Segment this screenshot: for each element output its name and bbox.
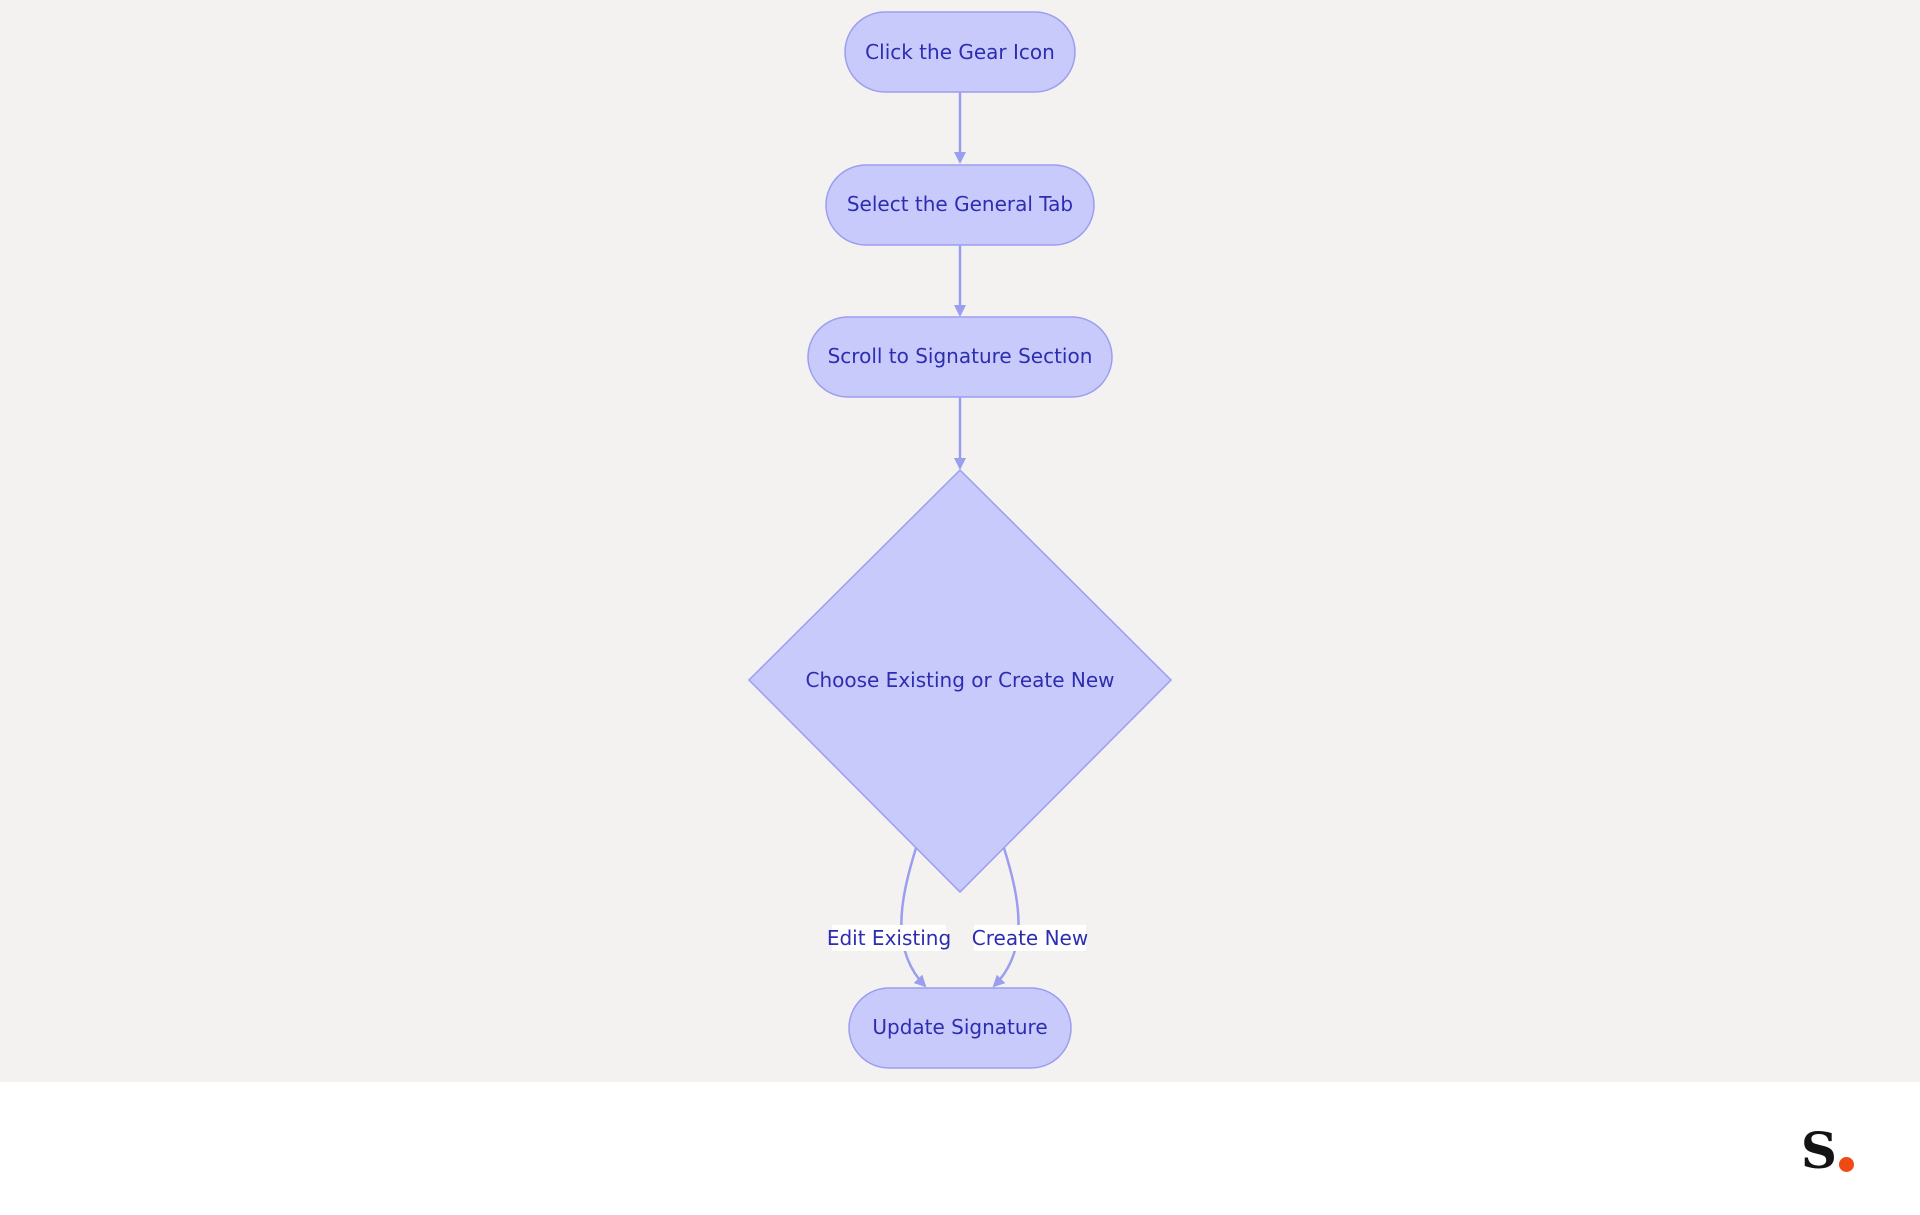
- edge-create-new: [992, 847, 1020, 988]
- edge-label-text: Edit Existing: [827, 926, 951, 950]
- edge-label-create-new: Create New: [972, 925, 1088, 951]
- node-update-signature: Update Signature: [848, 987, 1072, 1069]
- node-select-general-tab: Select the General Tab: [825, 164, 1095, 246]
- logo-dot-icon: [1839, 1157, 1854, 1172]
- diagram-canvas: Click the Gear Icon Select the General T…: [0, 0, 1920, 1082]
- decision-choose-existing-or-create-new: Choose Existing or Create New: [747, 468, 1173, 894]
- node-label: Update Signature: [872, 1015, 1047, 1039]
- brand-logo: S: [1801, 1126, 1854, 1176]
- edge-edit-existing: [900, 847, 927, 988]
- footer: [0, 1082, 1920, 1215]
- edge-label-text: Create New: [972, 926, 1088, 950]
- flowchart: Click the Gear Icon Select the General T…: [747, 11, 1173, 1069]
- logo-letter: S: [1800, 1121, 1837, 1180]
- decision-label: Choose Existing or Create New: [805, 668, 1114, 692]
- edge-label-edit-existing: Edit Existing: [827, 925, 951, 951]
- node-label: Scroll to Signature Section: [828, 344, 1093, 368]
- node-click-gear-icon: Click the Gear Icon: [844, 11, 1076, 93]
- node-label: Select the General Tab: [847, 192, 1073, 216]
- node-label: Click the Gear Icon: [865, 40, 1055, 64]
- node-scroll-signature-section: Scroll to Signature Section: [807, 316, 1113, 398]
